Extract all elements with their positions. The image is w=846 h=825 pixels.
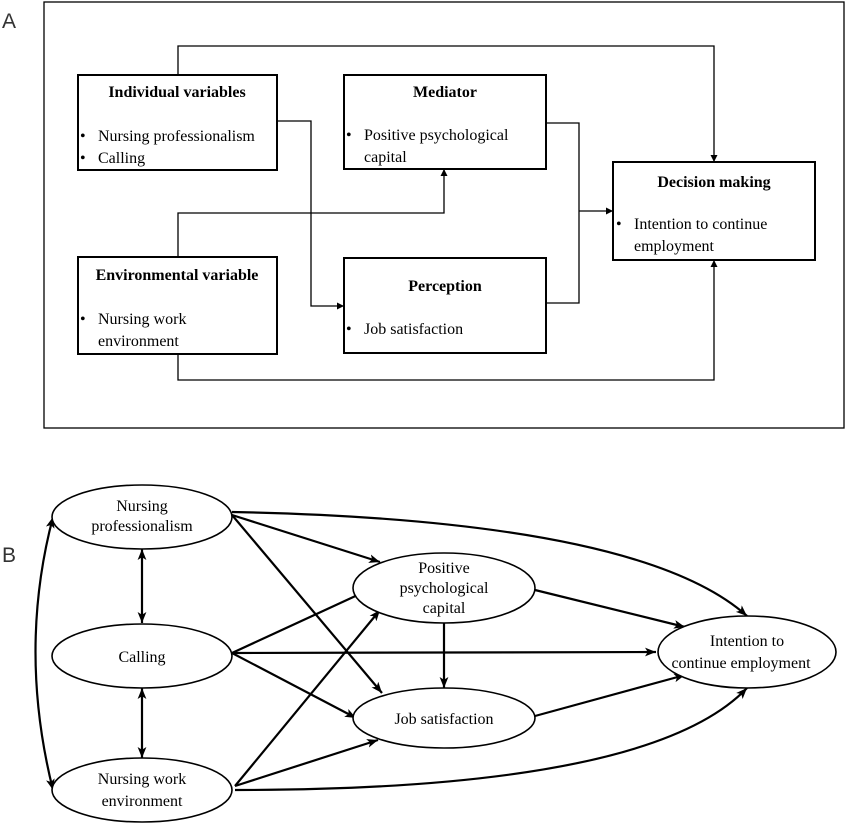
path-environment-to-job-satisfaction xyxy=(234,738,379,788)
path-professionalism-to-job-satisfaction xyxy=(231,514,383,694)
box-perception: Perception • Job satisfaction xyxy=(343,257,547,354)
node-ppc-line3: capital xyxy=(423,600,466,617)
path-job-satisfaction-to-intention xyxy=(534,673,686,718)
panel-b-label: B xyxy=(2,544,16,567)
path-calling-to-job-satisfaction xyxy=(231,652,357,719)
box-perception-frame xyxy=(343,257,547,354)
box-environmental-variable-frame xyxy=(77,256,278,355)
arrow-environment-to-mediator xyxy=(177,169,448,257)
item-positive-psychological: Positive psychological xyxy=(364,127,509,144)
panel-a-frame xyxy=(43,1,845,429)
path-environment-to-intention xyxy=(234,687,748,792)
node-nursing-work-environment: Nursing work environment xyxy=(51,757,233,823)
path-professionalism-to-ppc xyxy=(231,513,381,564)
item-intention-to-continue: Intention to continue xyxy=(634,216,767,233)
item-employment: employment xyxy=(634,238,715,255)
bullet: • xyxy=(346,127,352,144)
bullet: • xyxy=(616,216,622,233)
box-decision-making-frame xyxy=(612,161,816,261)
path-calling-to-ppc xyxy=(231,586,376,654)
path-environment-to-ppc xyxy=(234,609,381,787)
node-nursing-professionalism-shape xyxy=(51,484,233,550)
node-ppc-line2: psychological xyxy=(400,580,489,597)
node-calling-shape xyxy=(51,623,233,689)
box-individual-variables-frame xyxy=(77,74,278,171)
box-environmental-variable-title: Environmental variable xyxy=(96,267,259,284)
panel-b: B Nursing xyxy=(2,484,837,823)
box-environmental-variable: Environmental variable • Nursing work en… xyxy=(77,256,278,355)
box-individual-variables: Individual variables • Nursing professio… xyxy=(77,74,278,171)
correlation-professionalism-environment xyxy=(34,516,55,791)
item-nursing-professionalism: Nursing professionalism xyxy=(98,128,255,145)
node-calling: Calling xyxy=(51,623,233,689)
panel-a-connectors xyxy=(177,45,718,381)
path-professionalism-to-intention xyxy=(231,510,748,617)
box-individual-variables-title: Individual variables xyxy=(108,84,245,101)
arrow-individual-to-decision xyxy=(177,45,718,162)
box-mediator-title: Mediator xyxy=(413,84,477,101)
item-nursing-work: Nursing work xyxy=(98,311,186,328)
node-ppc-line1: Positive xyxy=(418,560,470,577)
node-intention-line1: Intention to xyxy=(710,633,784,650)
box-decision-making: Decision making • Intention to continue … xyxy=(612,161,816,261)
node-nursing-work-environment-line2: environment xyxy=(102,793,183,810)
node-intention-line2: continue employment xyxy=(671,655,811,672)
path-ppc-to-intention xyxy=(534,588,686,629)
bullet: • xyxy=(80,150,86,167)
box-mediator: Mediator • Positive psychological capita… xyxy=(343,74,547,170)
node-positive-psychological-capital-shape xyxy=(352,552,536,624)
node-nursing-professionalism-line2: professionalism xyxy=(91,518,193,535)
arrow-environment-to-decision xyxy=(177,260,718,381)
node-nursing-work-environment-line1: Nursing work xyxy=(98,771,186,788)
node-intention-shape xyxy=(657,615,837,689)
node-nursing-work-environment-shape xyxy=(51,757,233,823)
item-job-satisfaction: Job satisfaction xyxy=(364,321,463,338)
bullet: • xyxy=(346,321,352,338)
panel-a: A Individual variables • Nursing profess… xyxy=(2,1,845,429)
bullet: • xyxy=(80,128,86,145)
node-positive-psychological-capital: Positive psychological capital xyxy=(352,552,536,624)
bullet: • xyxy=(80,311,86,328)
panel-a-label: A xyxy=(2,10,16,33)
box-perception-title: Perception xyxy=(408,278,482,295)
box-mediator-frame xyxy=(343,74,547,170)
box-decision-making-title: Decision making xyxy=(657,174,770,191)
connector-mediator-perception xyxy=(546,122,580,304)
node-nursing-professionalism-line1: Nursing xyxy=(116,498,168,515)
node-calling-label: Calling xyxy=(118,649,165,666)
panel-b-paths xyxy=(34,510,748,792)
node-intention-to-continue-employment: Intention to continue employment xyxy=(657,615,837,689)
item-calling: Calling xyxy=(98,150,145,167)
node-job-satisfaction-label: Job satisfaction xyxy=(394,711,493,728)
item-environment: environment xyxy=(98,333,179,350)
node-nursing-professionalism: Nursing professionalism xyxy=(51,484,233,550)
item-capital: capital xyxy=(364,149,407,166)
node-job-satisfaction-shape xyxy=(352,687,536,749)
node-job-satisfaction: Job satisfaction xyxy=(352,687,536,749)
